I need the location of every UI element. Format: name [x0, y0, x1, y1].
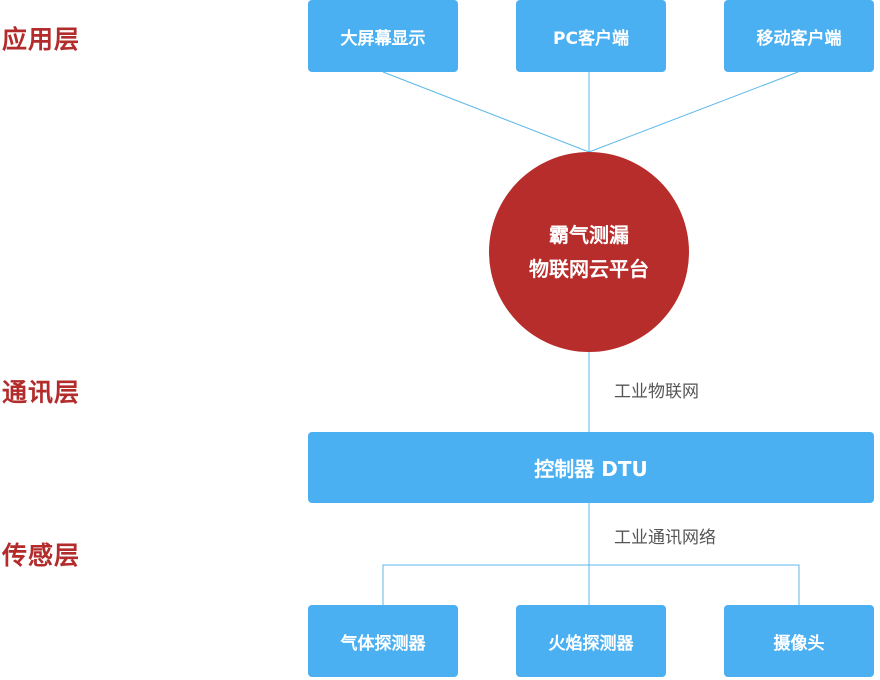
platform-title-line2: 物联网云平台 — [529, 257, 649, 281]
layer-label-sensing: 传感层 — [2, 541, 81, 570]
node-gas-detector: 气体探测器 — [308, 605, 458, 677]
node-flame-detector: 火焰探测器 — [516, 605, 666, 677]
node-pc-client: PC客户端 — [516, 0, 666, 72]
node-big-screen-display: 大屏幕显示 — [308, 0, 458, 72]
link-label-industrial-network: 工业通讯网络 — [614, 528, 716, 548]
node-controller-dtu: 控制器 DTU — [308, 432, 874, 503]
layer-label-application: 应用层 — [2, 25, 81, 54]
node-camera: 摄像头 — [724, 605, 874, 677]
platform-hub: 霸气测漏 物联网云平台 — [489, 152, 689, 352]
layer-label-communication: 通讯层 — [2, 378, 81, 407]
node-mobile-client: 移动客户端 — [724, 0, 874, 72]
link-label-iiot: 工业物联网 — [614, 382, 699, 402]
platform-title-line1: 霸气测漏 — [549, 223, 629, 247]
